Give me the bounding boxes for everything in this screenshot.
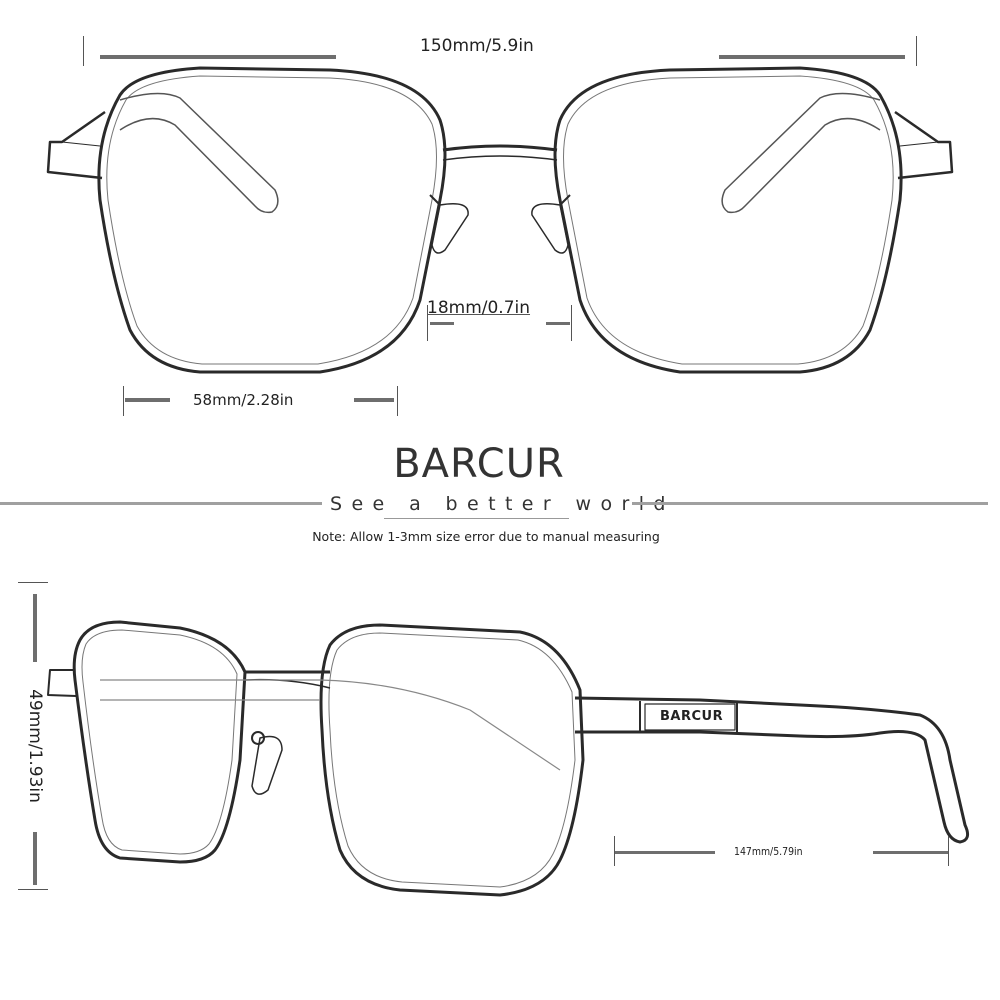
dimension-bar: [100, 55, 336, 59]
tagline-underline: [384, 518, 569, 519]
dimension-bar: [430, 322, 454, 325]
temple-length-label: 147mm/5.79in: [734, 845, 803, 858]
dimension-tick: [18, 582, 48, 583]
dimension-tick: [614, 836, 615, 866]
dimension-tick: [123, 386, 124, 416]
temple-logo: BARCUR: [660, 709, 724, 724]
brand-tagline: See a better world: [330, 493, 675, 515]
dimension-bar: [125, 398, 170, 402]
dimension-tick: [916, 36, 917, 66]
dimension-tick: [18, 889, 48, 890]
front-glasses-drawing: [46, 66, 954, 374]
brand-title: BARCUR: [393, 441, 565, 487]
divider-left: [0, 502, 322, 505]
dimension-bar: [33, 594, 37, 662]
dimension-tick: [948, 836, 949, 866]
dimension-tick: [397, 386, 398, 416]
dimension-tick: [427, 305, 428, 341]
side-view-illustration: BARCUR: [0, 560, 1000, 1000]
dimension-bar: [546, 322, 570, 325]
lens-height-label: 49mm/1.93in: [25, 689, 45, 803]
dimension-tick: [571, 305, 572, 341]
dimension-bar: [873, 851, 949, 854]
dimension-bar: [615, 851, 715, 854]
measurement-note: Note: Allow 1-3mm size error due to manu…: [312, 529, 660, 544]
lens-width-label: 58mm/2.28in: [193, 391, 294, 409]
dimension-bar: [719, 55, 905, 59]
total-width-label: 150mm/5.9in: [420, 36, 534, 56]
bridge-width-label: 18mm/0.7in: [427, 298, 531, 318]
dimension-tick: [83, 36, 84, 66]
dimension-bar: [354, 398, 394, 402]
divider-right: [632, 502, 988, 505]
front-view-illustration: [0, 0, 1000, 420]
dimension-bar: [33, 832, 37, 885]
side-glasses-drawing: [47, 620, 970, 897]
